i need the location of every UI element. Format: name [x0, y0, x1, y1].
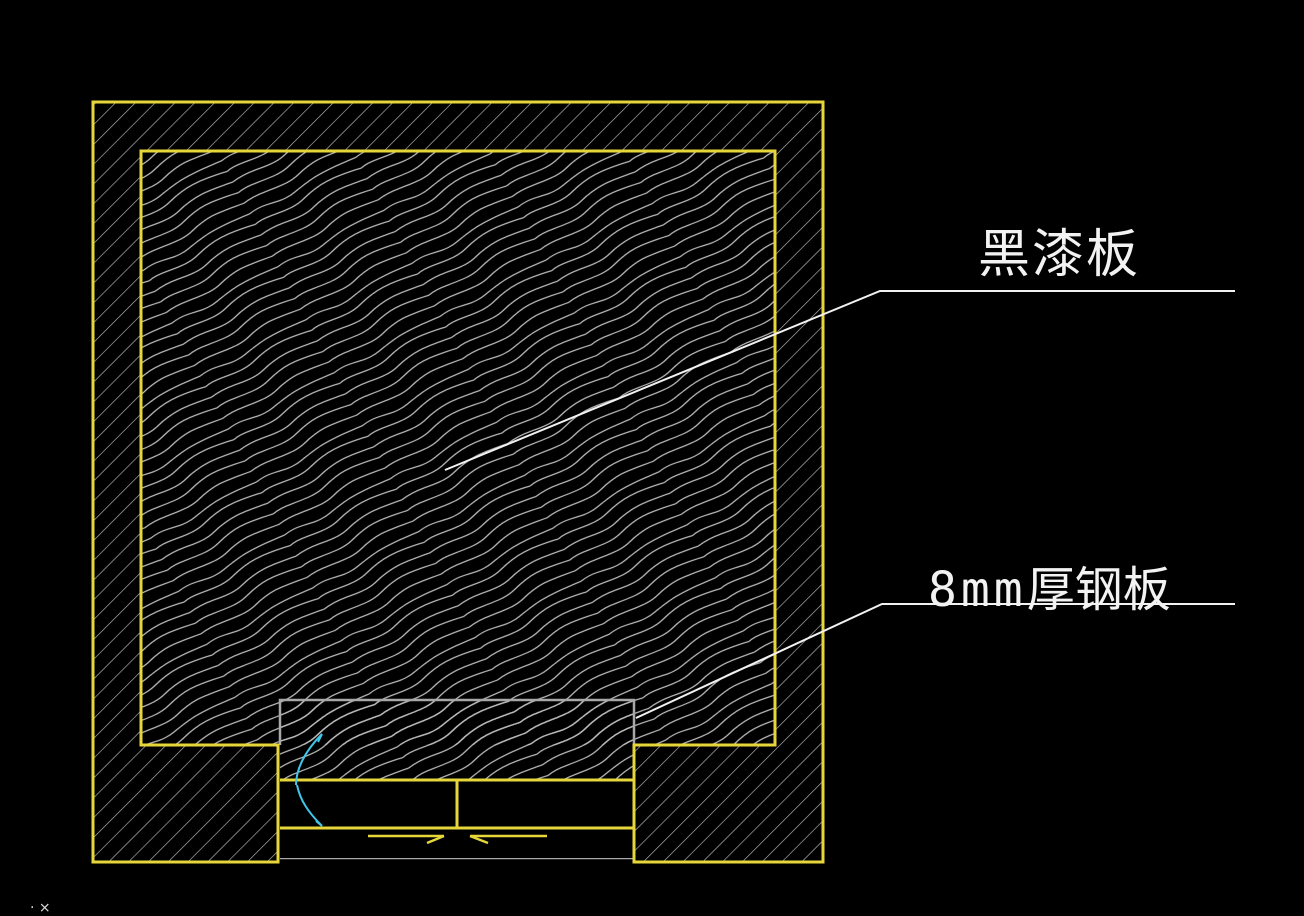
label-steel-plate: 8mm厚钢板: [928, 550, 1171, 620]
wall-outline: [91, 100, 825, 864]
door-slide-arrows: [368, 834, 547, 845]
ucs-marker: · ⨯: [30, 900, 51, 916]
label-steel-plate-text: 厚钢板: [1026, 562, 1171, 618]
door-swing-arc: [295, 733, 323, 827]
wall-section: [93, 102, 823, 862]
leader-steel-plate: [635, 603, 1235, 719]
leader-black-lacquer: [444, 290, 1235, 471]
label-black-lacquer-panel: 黑漆板: [978, 225, 1141, 285]
label-thickness: 8mm: [928, 562, 1027, 618]
leader-lines: [444, 290, 1235, 719]
black-lacquer-panel-area: [141, 151, 775, 780]
